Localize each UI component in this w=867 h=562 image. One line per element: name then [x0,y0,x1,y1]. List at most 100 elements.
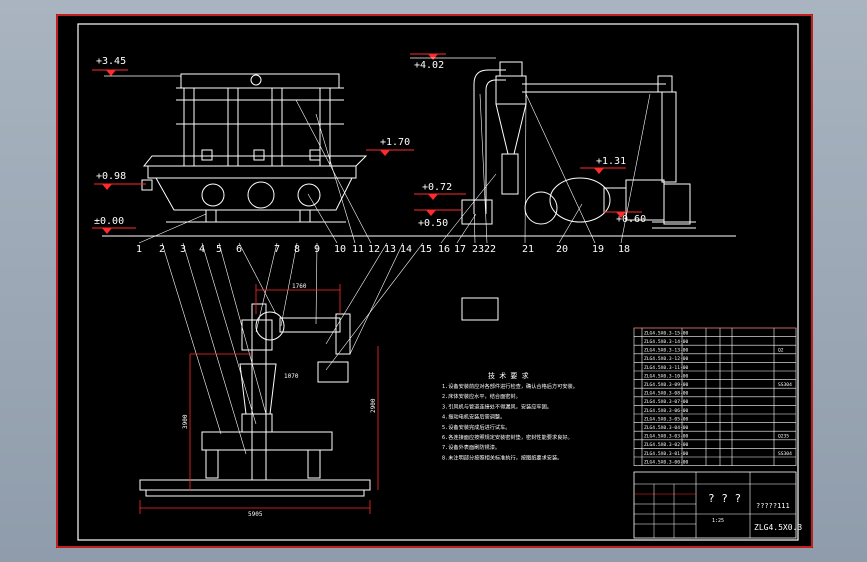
elevation-markers: +3.45 +1.70 +0.98 ±0.00 +4.02 +1.31 [92,53,646,234]
cad-drawing: +3.45 +1.70 +0.98 ±0.00 +4.02 +1.31 [56,14,813,548]
balloon-5: 5 [216,244,222,255]
part-material: SS304 [778,451,792,457]
elevation-0.72: +0.72 [414,182,466,200]
elevation-3.45: +3.45 [92,56,181,77]
part-material: SS304 [778,382,792,388]
inner-border [77,23,799,541]
elevation-label: +0.98 [96,171,126,182]
part-code: ZLG4.5X0.3-11-00 [644,365,688,371]
balloon-4: 4 [199,244,205,255]
part-code: ZLG4.5X0.3-02-00 [644,442,688,448]
elevation-label: +0.50 [418,218,448,229]
leader-line [325,242,424,371]
technical-notes: 技 术 要 求 1.设备安装前应对各部件进行检查，确认合格后方可安装。 2.床体安… [442,371,578,461]
part-code: ZLG4.5X0.3-00-00 [644,459,688,465]
part-code: ZLG4.5X0.3-04-00 [644,425,688,431]
part-code: ZLG4.5X0.3-07-00 [644,399,688,405]
balloon-10: 10 [334,244,346,255]
elevation-0.98: +0.98 [94,171,146,190]
part-balloons: 1234567891011121314151617232221201918 [136,93,651,455]
leader-line [440,173,497,244]
note-line: 1.设备安装前应对各部件进行检查，确认合格后方可安装。 [442,382,578,390]
elevation-label: +0.72 [422,182,452,193]
part-code: ZLG4.5X0.3-03-00 [644,434,688,440]
dimension-height-right: 2900 [370,398,377,413]
balloon-14: 14 [400,244,412,255]
elevation-label: +1.31 [596,156,626,167]
leader-line [161,242,222,435]
balloon-17: 17 [454,244,466,255]
part-code: ZLG4.5X0.3-06-00 [644,408,688,414]
balloon-2: 2 [159,244,165,255]
part-code: ZLG4.5X0.3-15-00 [644,330,688,336]
leader-line [620,93,651,244]
leader-line [138,213,207,244]
leader-line [456,213,477,244]
part-code: ZLG4.5X0.3-05-00 [644,416,688,422]
leader-line [307,193,338,244]
leader-line [473,203,476,244]
notes-heading: 技 术 要 求 [488,371,529,380]
dimension-top-width: 1760 [292,283,307,290]
fluid-bed-dryer [141,73,368,223]
drawing-sheet[interactable]: +3.45 +1.70 +0.98 ±0.00 +4.02 +1.31 [56,14,813,548]
elevation-1.31: +1.31 [580,156,626,174]
note-line: 6.各连接面应按照规定安装密封垫，密封性能要求良好。 [442,433,573,441]
title-name: ? ? ? [708,492,741,505]
cyclone-and-fan [461,61,696,229]
title-block: ? ? ? ?????111 ZLG4.5X0.3 1:25 [633,471,802,539]
part-material: Q235 [778,434,789,440]
balloon-15: 15 [420,244,432,255]
note-line: 3.引风机与管道连接处不得漏风，安装应牢固。 [442,402,552,410]
stamp-box [461,297,499,321]
part-material: Q2 [778,348,784,354]
note-line: 8.未注明部分按照相关标准执行，按图纸要求安装。 [442,453,562,461]
part-code: ZLG4.5X0.3-01-00 [644,451,688,457]
leader-line [201,242,257,425]
elevation-0.60: +0.60 [604,211,646,225]
dimension-width: 5905 [248,511,263,518]
part-code: ZLG4.5X0.3-10-00 [644,373,688,379]
title-company: ?????111 [756,502,790,510]
balloon-8: 8 [294,244,300,255]
drawing-number: ZLG4.5X0.3 [754,523,802,532]
balloon-3: 3 [180,244,186,255]
balloon-13: 13 [384,244,396,255]
balloon-19: 19 [592,244,604,255]
scale-label: 1:25 [712,518,724,524]
part-code: ZLG4.5X0.3-08-00 [644,391,688,397]
balloon-23: 23 [472,244,484,255]
notes-lines: 1.设备安装前应对各部件进行检查，确认合格后方可安装。 2.床体安装应水平，结合面… [442,382,578,461]
leader-line [315,113,356,244]
side-elevation [139,303,371,497]
elevation-0.00: ±0.00 [92,216,136,234]
leader-line [238,242,277,315]
leader-line [280,242,298,327]
dimension-texts: 5905 3900 2900 1760 1070 [182,283,377,518]
part-code: ZLG4.5X0.3-14-00 [644,339,688,345]
dimension-lines [139,284,379,514]
balloon-11: 11 [352,244,364,255]
elevation-label: +0.60 [616,214,646,225]
elevation-4.02: +4.02 [410,53,496,71]
leader-line [524,93,527,244]
balloon-20: 20 [556,244,568,255]
note-line: 2.床体安装应水平，结合面密封。 [442,392,521,400]
elevation-label: +3.45 [96,56,126,67]
leader-line [182,242,247,455]
leader-line [325,242,388,345]
elevation-label: +1.70 [380,137,410,148]
balloon-18: 18 [618,244,630,255]
elevation-1.70: +1.70 [366,137,414,156]
parts-list-table: ZLG4.5X0.3-15-00ZLG4.5X0.3-14-00ZLG4.5X0… [633,327,797,466]
outer-border [56,14,813,548]
leader-line [479,93,488,244]
leader-line [315,242,318,325]
balloon-21: 21 [522,244,534,255]
elevation-label: +4.02 [414,60,444,71]
balloon-6: 6 [236,244,242,255]
leader-line [295,99,372,244]
balloon-12: 12 [368,244,380,255]
part-code: ZLG4.5X0.3-12-00 [644,356,688,362]
